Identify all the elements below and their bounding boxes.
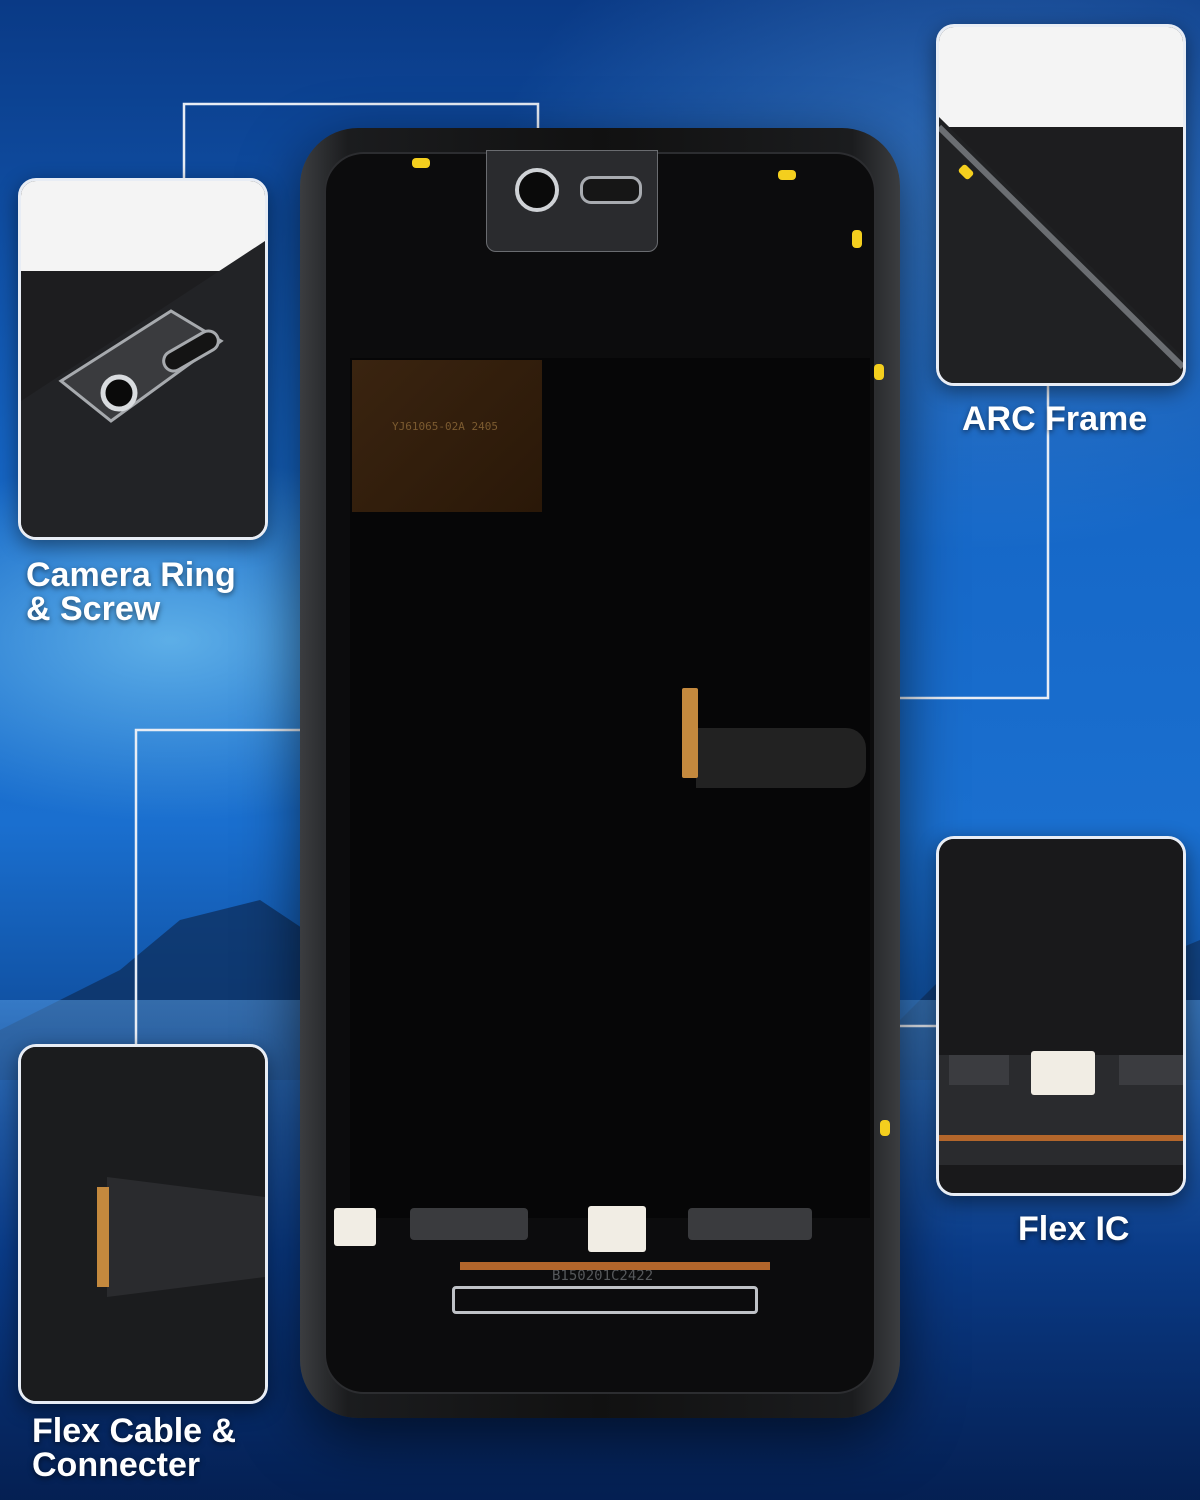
flex-cable-label-line1: Flex Cable &	[32, 1412, 237, 1450]
gray-pad	[410, 1208, 528, 1240]
ic-chip	[334, 1208, 376, 1246]
thumb-arc-frame-art	[939, 117, 1183, 383]
camera-ring	[515, 168, 559, 212]
camera-ring-label-line1: Camera Ring	[26, 556, 236, 594]
camera-ring-label: Camera Ring & Screw	[26, 558, 236, 626]
flex-ic-chip	[588, 1206, 646, 1252]
sensor-slot	[580, 176, 642, 204]
shield-label-text: YJ61065-02A 2405	[392, 420, 498, 433]
flex-cable-label: Flex Cable & Connecter	[32, 1414, 236, 1482]
display-assembly: YJ61065-02A 2405 B150201C2422	[300, 128, 900, 1418]
camera-ring-label-line2: & Screw	[26, 590, 161, 628]
yellow-dot	[852, 230, 862, 248]
gray-pad	[688, 1208, 812, 1240]
flex-ic-label: Flex IC	[1018, 1210, 1130, 1248]
copper-strip	[460, 1262, 770, 1270]
bottom-bracket	[452, 1286, 758, 1314]
shield-label: YJ61065-02A 2405	[352, 360, 542, 512]
yellow-dot	[880, 1120, 890, 1136]
flex-cable	[696, 728, 866, 788]
flex-connector	[682, 688, 698, 778]
thumb-flex-ic-art	[939, 839, 1183, 1193]
flex-cable-label-line2: Connecter	[32, 1446, 201, 1484]
thumb-flex-cable	[18, 1044, 268, 1404]
yellow-dot	[412, 158, 430, 168]
yellow-dot	[778, 170, 796, 180]
thumb-camera-ring	[18, 178, 268, 540]
thumb-flex-ic	[936, 836, 1186, 1196]
thumb-camera-ring-art	[21, 241, 265, 537]
thumb-arc-frame	[936, 24, 1186, 386]
yellow-dot	[874, 364, 884, 380]
arc-frame-label: ARC Frame	[962, 400, 1148, 438]
board-code: B150201C2422	[552, 1268, 654, 1284]
thumb-flex-cable-art	[21, 1047, 265, 1401]
